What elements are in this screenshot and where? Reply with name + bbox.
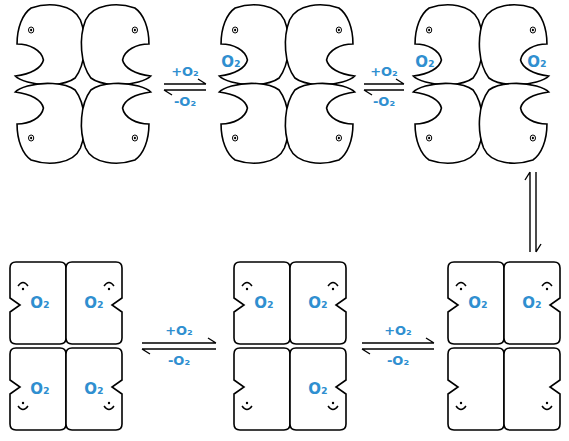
oxygen-label: O₂ [308,380,327,398]
oxygen-label: O₂ [84,380,103,398]
equilibrium-arrow [362,338,434,354]
oxygen-label: O₂ [522,294,541,312]
reaction-label: +O₂ [171,64,199,79]
globin-subunit: O₂ [74,291,114,315]
reaction-label: +O₂ [165,323,193,338]
oxygen-label: O₂ [308,294,327,312]
globin-subunit: O₂ [244,291,284,315]
globin-subunit: O₂ [20,377,60,401]
globin-subunit: O₂ [458,291,498,315]
oxygen-label: O₂ [527,53,546,71]
oxygen-label: O₂ [254,294,273,312]
equilibrium-arrow [142,338,216,354]
reaction-label: -O₂ [174,94,196,109]
r-state-tetramer [448,262,560,430]
oxygen-label: O₂ [84,294,103,312]
equilibrium-arrow [164,79,206,95]
equilibrium-arrow [525,172,541,252]
reaction-label: -O₂ [387,353,409,368]
globin-subunit: O₂ [517,50,557,74]
oxygen-label: O₂ [30,294,49,312]
r-state-tetramer [10,262,122,430]
globin-subunit: O₂ [298,291,338,315]
oxygen-label: O₂ [30,380,49,398]
reaction-label: -O₂ [168,353,190,368]
oxygen-label: O₂ [468,294,487,312]
globin-subunit: O₂ [74,377,114,401]
globin-subunit: O₂ [298,377,338,401]
reaction-label: +O₂ [370,64,398,79]
oxygen-label: O₂ [221,53,240,71]
t-state-tetramer [413,5,548,163]
r-state-tetramer [234,262,346,430]
globin-subunit: O₂ [405,50,445,74]
globin-subunit: O₂ [20,291,60,315]
globin-subunit: O₂ [211,50,251,74]
t-state-tetramer [219,5,354,163]
oxygen-label: O₂ [415,53,434,71]
t-state-tetramer [15,5,150,163]
equilibrium-arrow [364,79,404,95]
reaction-label: -O₂ [373,94,395,109]
reaction-label: +O₂ [384,323,412,338]
globin-subunit: O₂ [512,291,552,315]
